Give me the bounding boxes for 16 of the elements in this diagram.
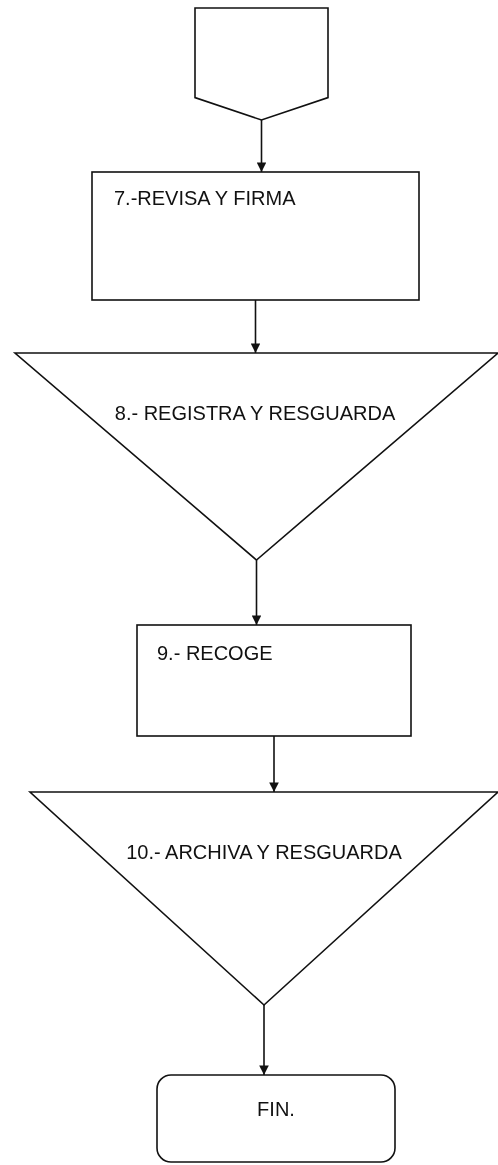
step-label: FIN.: [256, 1097, 296, 1121]
arrow: [250, 299, 261, 354]
arrow: [259, 1004, 269, 1076]
process-box: [137, 625, 411, 736]
arrow: [256, 119, 267, 173]
arrow: [269, 735, 279, 793]
process-box: [92, 172, 419, 300]
step-label: 10.- ARCHIVA Y RESGUARDA: [125, 840, 403, 864]
storage-triangle: [30, 792, 498, 1005]
step-label: 7.-REVISA Y FIRMA: [114, 186, 297, 210]
storage-triangle: [15, 353, 498, 560]
arrow: [251, 559, 262, 626]
step-label: 8.- REGISTRA Y RESGUARDA: [113, 401, 397, 425]
step-label: 9.- RECOGE: [157, 641, 274, 665]
off-page-connector: [195, 8, 328, 120]
terminal-box: [157, 1075, 395, 1162]
